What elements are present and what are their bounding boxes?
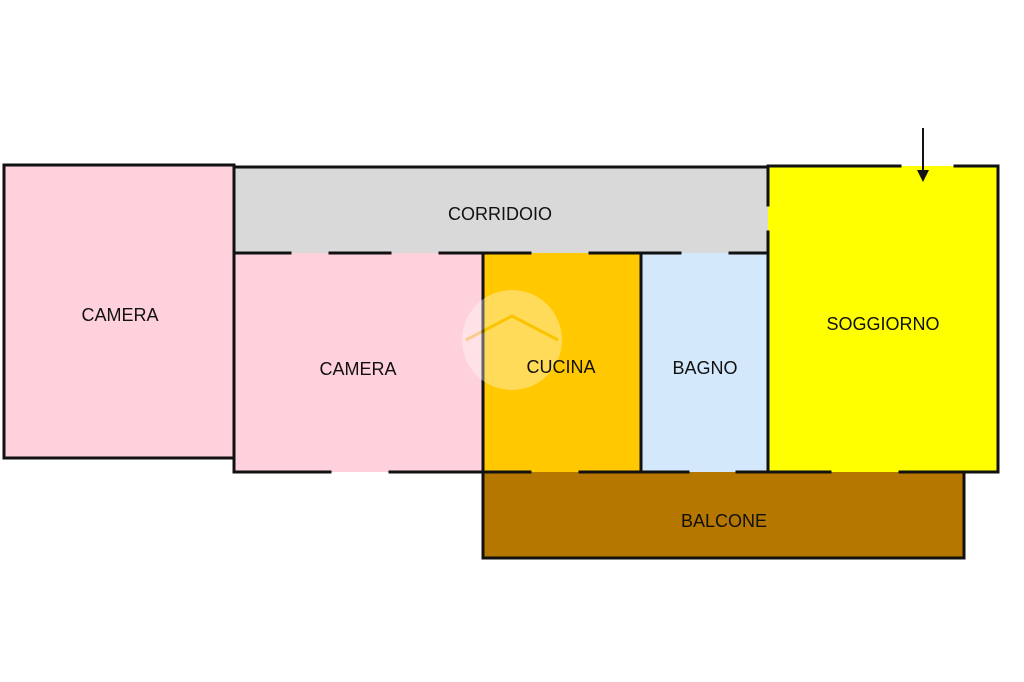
label-cucina: CUCINA [526, 357, 595, 377]
label-balcone: BALCONE [681, 511, 767, 531]
room-cucina [483, 253, 641, 472]
label-corridoio: CORRIDOIO [448, 204, 552, 224]
walls [2, 163, 1000, 560]
room-bagno [641, 253, 768, 472]
room-camera-mid [234, 253, 483, 472]
room-corridoio [234, 167, 768, 253]
label-camera-mid: CAMERA [319, 359, 396, 379]
wall-balcone [481, 470, 966, 560]
room-soggiorno [768, 166, 998, 472]
entrance-arrow-icon [917, 128, 929, 182]
watermark-logo [462, 290, 562, 390]
label-bagno: BAGNO [672, 358, 737, 378]
room-balcone [483, 472, 964, 558]
label-camera-left: CAMERA [81, 305, 158, 325]
label-soggiorno: SOGGIORNO [826, 314, 939, 334]
room-camera-left [4, 165, 234, 458]
